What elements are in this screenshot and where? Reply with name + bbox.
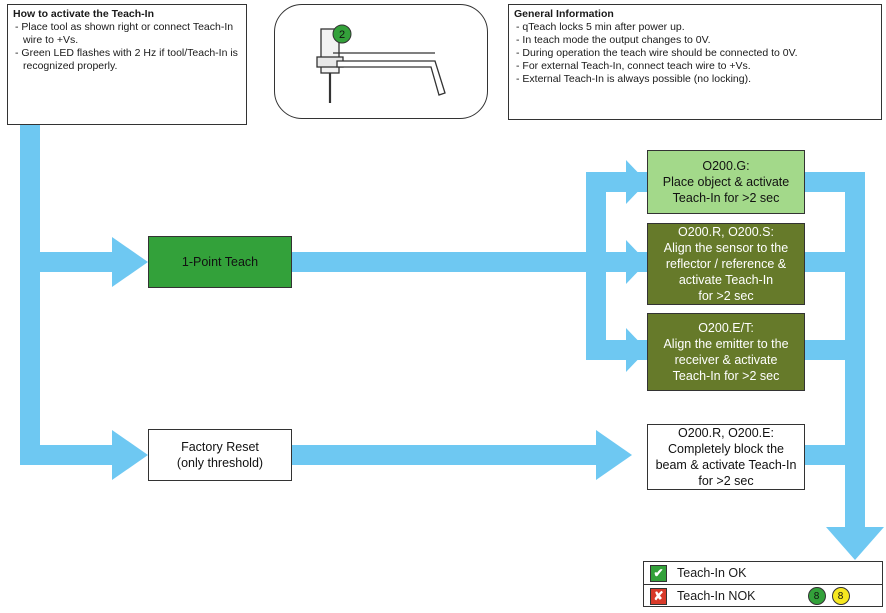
- o200-re-line: beam & activate Teach-In: [655, 458, 797, 472]
- yellow-led-icon: 8: [831, 587, 850, 605]
- how-to-item: Green LED flashes with 2 Hz if tool/Teac…: [13, 47, 241, 73]
- o200-re-line: O200.R, O200.E:: [678, 426, 774, 440]
- legend-ok-label: Teach-In OK: [677, 566, 747, 580]
- how-to-title: How to activate the Teach-In: [13, 8, 154, 20]
- teach-tool-icon: 2: [316, 24, 446, 103]
- o200-re-line: Completely block the: [667, 442, 785, 456]
- general-info-list: qTeach locks 5 min after power up. In te…: [514, 21, 876, 86]
- factory-reset-node: Factory Reset (only threshold): [148, 429, 292, 481]
- factory-reset-line: (only threshold): [176, 456, 264, 470]
- tool-badge: 2: [339, 29, 345, 41]
- cross-icon: ✘: [650, 587, 667, 605]
- o200-re-node: O200.R, O200.E: Completely block the bea…: [647, 424, 805, 490]
- checkmark-icon: ✔: [650, 564, 667, 582]
- o200-rs-line: for >2 sec: [698, 289, 754, 303]
- o200-et-line: O200.E/T:: [698, 321, 754, 335]
- one-point-teach-label: 1-Point Teach: [181, 255, 259, 269]
- o200-g-line: Place object & activate: [662, 175, 790, 189]
- green-led-icon: 8: [807, 587, 826, 605]
- general-info-item: qTeach locks 5 min after power up.: [514, 21, 876, 34]
- o200-et-line: Teach-In for >2 sec: [672, 369, 780, 383]
- general-info-item: For external Teach-In, connect teach wir…: [514, 60, 876, 73]
- o200-rs-line: activate Teach-In: [678, 273, 774, 287]
- how-to-list: Place tool as shown right or connect Tea…: [13, 21, 241, 73]
- o200-et-line: Align the emitter to the: [663, 337, 789, 351]
- general-info-item: In teach mode the output changes to 0V.: [514, 34, 876, 47]
- o200-g-line: O200.G:: [702, 159, 750, 173]
- general-info-item: During operation the teach wire should b…: [514, 47, 876, 60]
- factory-reset-line: Factory Reset: [181, 440, 259, 454]
- o200-rs-line: reflector / reference &: [665, 257, 787, 271]
- result-legend: ✔ Teach-In OK ✘ Teach-In NOK 8 8: [643, 561, 883, 607]
- general-info-title: General Information: [514, 8, 614, 20]
- o200-rs-line: O200.R, O200.S:: [678, 225, 774, 239]
- teach-tool-illustration: 2: [274, 4, 488, 119]
- legend-ok-row: ✔ Teach-In OK: [644, 562, 882, 585]
- legend-nok-row: ✘ Teach-In NOK 8 8: [644, 585, 882, 607]
- legend-nok-label: Teach-In NOK: [677, 589, 756, 603]
- o200-g-line: Teach-In for >2 sec: [672, 191, 780, 205]
- o200-rs-node: O200.R, O200.S: Align the sensor to the …: [647, 223, 805, 305]
- general-info-item: External Teach-In is always possible (no…: [514, 73, 876, 86]
- o200-et-line: receiver & activate: [674, 353, 778, 367]
- o200-g-node: O200.G: Place object & activate Teach-In…: [647, 150, 805, 214]
- one-point-teach-node: 1-Point Teach: [148, 236, 292, 288]
- o200-rs-line: Align the sensor to the: [663, 241, 789, 255]
- general-info-box: General Information qTeach locks 5 min a…: [508, 4, 882, 120]
- o200-re-line: for >2 sec: [698, 474, 754, 488]
- how-to-box: How to activate the Teach-In Place tool …: [7, 4, 247, 125]
- o200-et-node: O200.E/T: Align the emitter to the recei…: [647, 313, 805, 391]
- how-to-item: Place tool as shown right or connect Tea…: [13, 21, 241, 47]
